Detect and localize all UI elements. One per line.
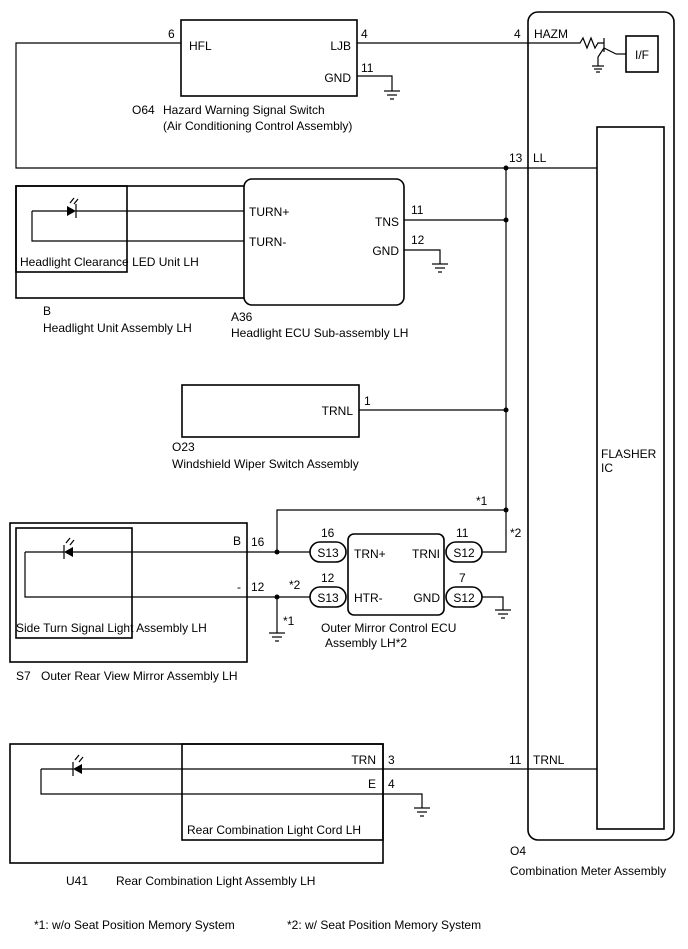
footnote-1: *1: w/o Seat Position Memory System bbox=[34, 918, 235, 932]
o4-code: O4 bbox=[510, 844, 526, 858]
pin-number-htr-minus: 12 bbox=[321, 571, 335, 585]
led-icon bbox=[63, 537, 75, 559]
pin-number-trn-plus: 16 bbox=[321, 526, 335, 540]
pin-b: B bbox=[233, 534, 241, 548]
o4-name: Combination Meter Assembly bbox=[510, 864, 666, 878]
pin-ljb: LJB bbox=[330, 39, 351, 53]
outer-mirror-control-ecu: TRN+ HTR- TRNI GND Outer Mirror Control … bbox=[321, 533, 456, 650]
pin-number-trnl-meter: 11 bbox=[509, 753, 522, 767]
s7-name: Outer Rear View Mirror Assembly LH bbox=[41, 669, 238, 683]
outer-rear-view-mirror: Side Turn Signal Light Assembly LH S7 Ou… bbox=[9, 522, 248, 683]
pin-number-ll: 13 bbox=[509, 151, 523, 165]
svg-text:S12: S12 bbox=[453, 546, 475, 560]
interface-label: I/F bbox=[635, 48, 649, 62]
flasher-ic-label-2: IC bbox=[601, 461, 613, 475]
pin-trnl: TRNL bbox=[322, 404, 354, 418]
note-star1: *1 bbox=[476, 494, 488, 508]
pin-number-gnd: 12 bbox=[411, 233, 425, 247]
rear-cord-label: Rear Combination Light Cord LH bbox=[187, 823, 361, 837]
pin-number-ljb: 4 bbox=[361, 27, 368, 41]
wire-hazard bbox=[15, 42, 597, 169]
pin-number-e: 4 bbox=[388, 777, 395, 791]
pin-number-hfl: 6 bbox=[168, 27, 175, 41]
note-star2: *2 bbox=[510, 526, 522, 540]
wiper-switch: TRNL O23 Windshield Wiper Switch Assembl… bbox=[172, 384, 360, 471]
flasher-ic-label: FLASHER bbox=[601, 447, 657, 461]
note-star1-b: *1 bbox=[283, 614, 295, 628]
rear-combination-light-assembly: Rear Combination Light Cord LH TRN E U41… bbox=[9, 743, 384, 888]
svg-text:S13: S13 bbox=[317, 546, 339, 560]
mirror-ecu-name-2: Assembly LH*2 bbox=[325, 636, 407, 650]
o64-name: Hazard Warning Signal Switch bbox=[163, 103, 325, 117]
wire-star1 bbox=[276, 509, 506, 552]
pin-number-trn: 3 bbox=[388, 753, 395, 767]
wire-mirror-ecu bbox=[482, 540, 507, 610]
ground-icon bbox=[432, 263, 448, 273]
pin-number-gnd: 11 bbox=[361, 61, 374, 75]
wire-tns bbox=[404, 219, 506, 264]
o64-code: O64 bbox=[132, 103, 155, 117]
wire-rear bbox=[40, 768, 597, 808]
pin-number-trnl: 1 bbox=[364, 394, 371, 408]
pin-number-b: 16 bbox=[251, 535, 265, 549]
transistor-icon bbox=[573, 36, 626, 73]
wire-led bbox=[31, 210, 244, 242]
led-icon bbox=[67, 197, 79, 218]
combination-meter-assembly: FLASHER IC I/F HAZM LL TRNL O4 Combinati… bbox=[510, 11, 675, 878]
note-star2-b: *2 bbox=[289, 578, 301, 592]
headlight-ecu: TURN+ TURN- TNS GND A36 Headlight ECU Su… bbox=[231, 178, 408, 340]
pin-trn: TRN bbox=[351, 753, 376, 767]
pin-trnl: TRNL bbox=[533, 753, 565, 767]
pin-number-minus: 12 bbox=[251, 580, 265, 594]
pin-turn-minus: TURN- bbox=[249, 235, 286, 249]
s7-code: S7 bbox=[16, 669, 31, 683]
pin-hfl: HFL bbox=[189, 39, 212, 53]
ground-icon bbox=[495, 609, 511, 619]
pin-number-mirror-gnd: 7 bbox=[459, 571, 466, 585]
pin-hazm: HAZM bbox=[534, 27, 568, 41]
b-name: Headlight Unit Assembly LH bbox=[43, 321, 192, 335]
u41-name: Rear Combination Light Assembly LH bbox=[116, 874, 315, 888]
o64-name-2: (Air Conditioning Control Assembly) bbox=[163, 119, 352, 133]
pin-number-hazm: 4 bbox=[514, 27, 521, 41]
o23-name: Windshield Wiper Switch Assembly bbox=[172, 457, 359, 471]
pin-e: E bbox=[368, 777, 376, 791]
connector-s13-upper: S13 bbox=[309, 541, 347, 563]
pin-number-trni: 11 bbox=[456, 526, 469, 540]
side-turn-label: Side Turn Signal Light Assembly LH bbox=[16, 621, 207, 635]
u41-code: U41 bbox=[66, 874, 88, 888]
led-icon bbox=[72, 754, 84, 776]
mirror-ecu-name: Outer Mirror Control ECU bbox=[321, 621, 456, 635]
ground-icon bbox=[384, 90, 400, 100]
connector-s13-lower: S13 bbox=[309, 586, 347, 608]
a36-name: Headlight ECU Sub-assembly LH bbox=[231, 326, 408, 340]
o23-code: O23 bbox=[172, 440, 195, 454]
svg-text:S12: S12 bbox=[453, 591, 475, 605]
connector-s12-upper: S12 bbox=[445, 541, 483, 563]
wire-side-turn bbox=[24, 551, 310, 598]
pin-gnd: GND bbox=[324, 71, 351, 85]
pin-gnd: GND bbox=[372, 244, 399, 258]
b-code: B bbox=[43, 304, 51, 318]
connector-s12-lower: S12 bbox=[445, 586, 483, 608]
hazard-warning-switch: HFL LJB GND O64 Hazard Warning Signal Sw… bbox=[132, 19, 358, 133]
pin-gnd: GND bbox=[413, 591, 440, 605]
pin-ll: LL bbox=[533, 151, 547, 165]
pin-tns: TNS bbox=[375, 215, 399, 229]
headlight-clearance-label: Headlight Clearance LED Unit LH bbox=[20, 255, 199, 269]
ground-icon bbox=[269, 632, 285, 642]
svg-text:S13: S13 bbox=[317, 591, 339, 605]
a36-code: A36 bbox=[231, 310, 253, 324]
pin-number-tns: 11 bbox=[411, 203, 424, 217]
pin-htr-minus: HTR- bbox=[354, 591, 383, 605]
ground-icon bbox=[414, 807, 430, 817]
pin-turn-plus: TURN+ bbox=[249, 205, 289, 219]
pin-trni: TRNI bbox=[412, 547, 440, 561]
pin-trn-plus: TRN+ bbox=[354, 547, 386, 561]
footnote-2: *2: w/ Seat Position Memory System bbox=[287, 918, 481, 932]
pin-minus: - bbox=[237, 580, 241, 594]
